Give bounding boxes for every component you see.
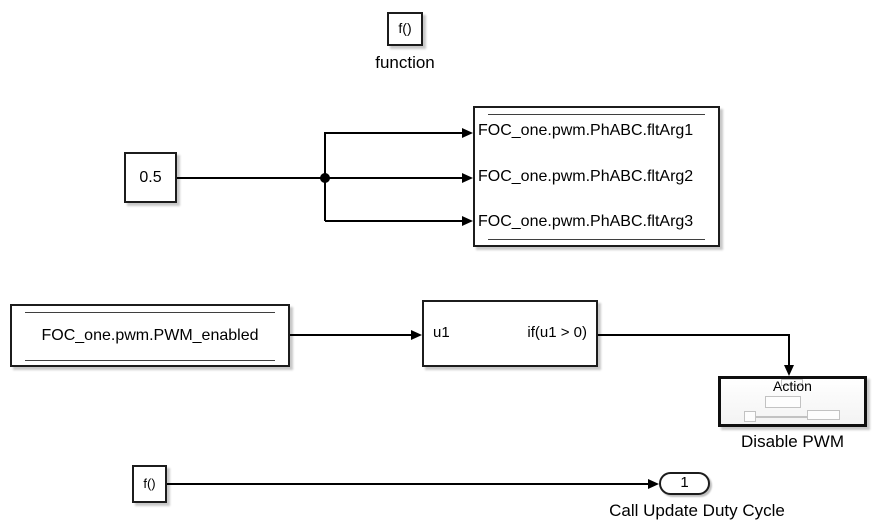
data-store-write-port-label: FOC_one.pwm.PhABC.fltArg3 (478, 213, 694, 231)
wire-read-to-if[interactable] (290, 334, 411, 336)
wire-branch-to-fltarg1[interactable] (325, 132, 462, 134)
arrowhead-action-input (784, 365, 794, 376)
content-preview-port-box (781, 379, 803, 386)
arrowhead-fltarg1 (462, 128, 473, 138)
function-glyph-label: f() (398, 20, 412, 37)
wire-branch-vertical[interactable] (324, 132, 326, 221)
if-condition-label: if(u1 > 0) (527, 324, 587, 342)
data-store-write-row: FOC_one.pwm.PhABC.fltArg3 (475, 199, 718, 245)
content-preview-block (765, 396, 801, 408)
data-store-write-port-label: FOC_one.pwm.PhABC.fltArg2 (478, 167, 694, 185)
constant-value-label: 0.5 (139, 168, 162, 186)
content-preview-small-block (744, 411, 756, 422)
if-block[interactable]: u1 if(u1 > 0) (422, 300, 598, 367)
content-preview-wire (756, 416, 807, 418)
function-caller-block[interactable]: f() (132, 465, 167, 503)
wire-caller-to-outport[interactable] (167, 483, 648, 485)
arrowhead-if-input (411, 330, 422, 340)
data-store-top-line (25, 312, 275, 313)
arrowhead-fltarg2 (462, 173, 473, 183)
content-preview-wide-block (807, 410, 840, 420)
outport-number-label: 1 (680, 474, 689, 492)
outport-caption[interactable]: Call Update Duty Cycle (609, 501, 785, 520)
wire-if-to-elbow[interactable] (598, 334, 789, 336)
arrowhead-outport (648, 479, 659, 489)
data-store-read-block[interactable]: FOC_one.pwm.PWM_enabled (10, 304, 290, 367)
data-store-write-block[interactable]: FOC_one.pwm.PhABC.fltArg1 FOC_one.pwm.Ph… (473, 106, 720, 247)
function-caller-glyph-label: f() (143, 475, 156, 491)
data-store-write-row: FOC_one.pwm.PhABC.fltArg2 (475, 154, 718, 200)
action-port-label: Action (773, 378, 812, 394)
wire-branch-to-fltarg2[interactable] (326, 177, 462, 179)
disable-pwm-caption[interactable]: Disable PWM (741, 432, 844, 451)
function-block-caption[interactable]: function (375, 53, 435, 72)
disable-pwm-subsystem[interactable]: Action (718, 376, 867, 427)
outport-block[interactable]: 1 (659, 472, 710, 495)
data-store-bottom-line (488, 239, 705, 240)
data-store-write-port-label: FOC_one.pwm.PhABC.fltArg1 (478, 122, 694, 140)
wire-constant-to-branch[interactable] (177, 177, 326, 179)
data-store-bottom-line (25, 360, 275, 361)
wire-branch-to-fltarg3[interactable] (325, 220, 462, 222)
data-store-write-row: FOC_one.pwm.PhABC.fltArg1 (475, 108, 718, 154)
simulink-function-block[interactable]: f() (387, 12, 423, 46)
wire-elbow-down[interactable] (788, 334, 790, 365)
data-store-read-label: FOC_one.pwm.PWM_enabled (41, 326, 259, 344)
constant-block[interactable]: 0.5 (124, 152, 177, 203)
if-input-port-label: u1 (433, 324, 450, 342)
data-store-top-line (488, 114, 705, 115)
arrowhead-fltarg3 (462, 216, 473, 226)
